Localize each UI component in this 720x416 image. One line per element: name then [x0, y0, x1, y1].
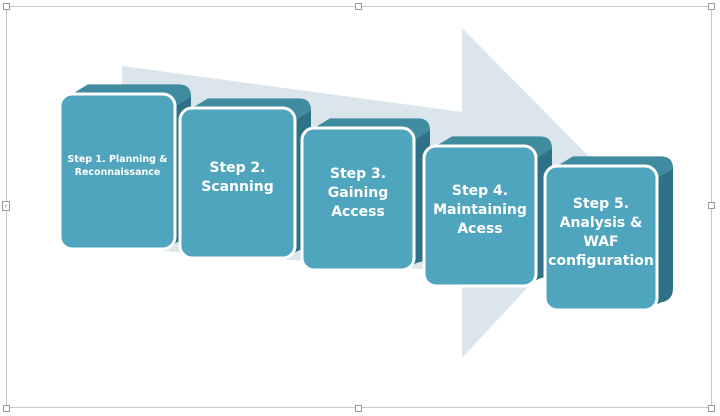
- step-4-label-line: Acess: [457, 221, 502, 237]
- step-1-box-top: [72, 84, 191, 106]
- step-2-label: Step 2. Scanning: [201, 160, 274, 195]
- step-1-box-front: [58, 92, 177, 251]
- resize-handle-top-left[interactable]: [3, 3, 10, 10]
- step-5-box-side: [645, 168, 673, 310]
- step-5-label-line: WAF: [583, 234, 618, 250]
- step-3-label-line: Step 3.: [330, 166, 386, 182]
- step-2-label-line: Step 2.: [209, 160, 265, 176]
- step-5-box-top: [557, 156, 673, 178]
- step-2-box-top: [192, 98, 311, 120]
- step-1-label: Step 1. Planning & Reconnaissance: [67, 154, 167, 178]
- step-5-label-line: Step 5.: [573, 196, 629, 212]
- step-3-box-front: [300, 126, 416, 272]
- step-4-label-line: Maintaining: [433, 202, 527, 218]
- resize-handle-bottom-left[interactable]: [3, 405, 10, 412]
- step-4-label-line: Step 4.: [452, 183, 508, 199]
- step-5-label-line: configuration: [548, 253, 654, 269]
- step-1-label-line: Step 1. Planning &: [67, 154, 167, 165]
- resize-handle-top-center[interactable]: [355, 3, 362, 10]
- step-3-label-line: Access: [331, 204, 385, 220]
- step-2-label-line: Scanning: [201, 179, 274, 195]
- resize-handle-left-middle[interactable]: ‹: [2, 201, 10, 211]
- resize-handle-bottom-center[interactable]: [355, 405, 362, 412]
- step-4-box-front: [422, 144, 538, 288]
- step-5-label-line: Analysis &: [560, 215, 643, 231]
- step-5-box-front: [543, 164, 659, 312]
- resize-handle-bottom-right[interactable]: [708, 405, 715, 412]
- step-2-box-front: [178, 106, 297, 260]
- resize-handle-top-right[interactable]: [708, 3, 715, 10]
- step-2-box: Step 2. Scanning: [178, 98, 311, 260]
- step-1-box: Step 1. Planning & Reconnaissance: [58, 84, 191, 251]
- step-5-box: Step 5. Analysis & WAF configuration: [543, 156, 673, 312]
- step-4-box-top: [436, 136, 552, 158]
- step-3-box-top: [314, 118, 430, 140]
- resize-handle-right-middle[interactable]: [708, 202, 715, 209]
- step-5-label: Step 5. Analysis & WAF configuration: [548, 196, 654, 269]
- step-3-label-line: Gaining: [328, 185, 389, 201]
- step-1-label-line: Reconnaissance: [75, 167, 161, 178]
